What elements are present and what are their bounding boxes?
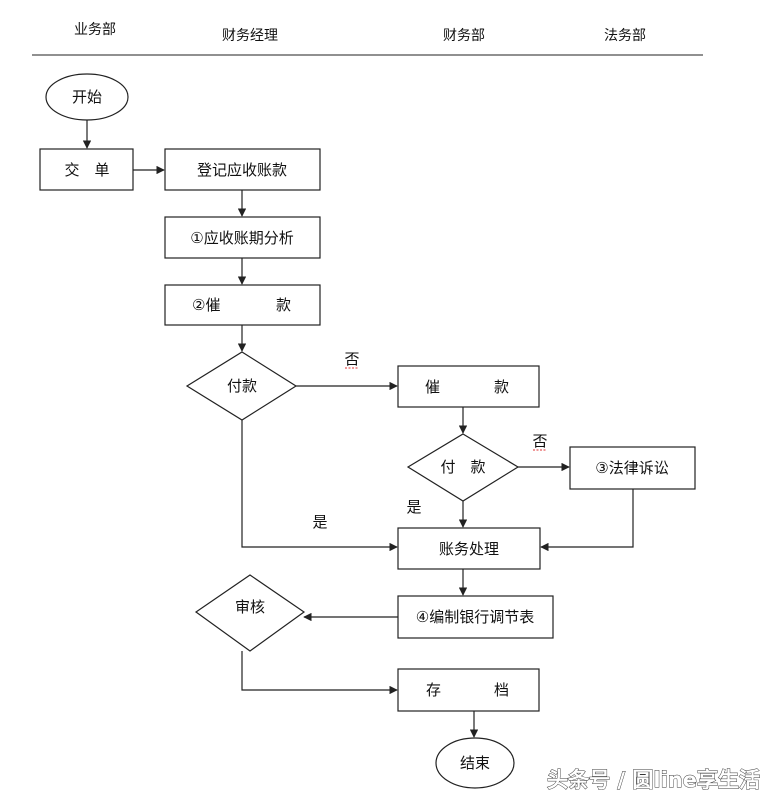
node-label: 登记应收账款 bbox=[197, 161, 287, 179]
lane-header-finance-manager: 财务经理 bbox=[222, 28, 278, 44]
node-collect-payment-1: ②催 款 bbox=[164, 284, 321, 326]
node-label: 开始 bbox=[72, 88, 102, 106]
node-legal-litigation: ③法律诉讼 bbox=[569, 446, 696, 490]
node-label-part-1: 存 bbox=[426, 681, 441, 699]
node-audit-decision: 审核 bbox=[194, 574, 306, 652]
node-account-processing: 账务处理 bbox=[397, 527, 541, 570]
node-archive: 存 档 bbox=[397, 668, 540, 712]
decision-shape bbox=[406, 433, 520, 502]
lane-header-business: 业务部 bbox=[74, 22, 116, 38]
node-label: ④编制银行调节表 bbox=[416, 608, 534, 626]
node-start: 开始 bbox=[45, 73, 129, 121]
process-shape bbox=[397, 595, 554, 639]
node-label: 付款 bbox=[227, 377, 257, 395]
decision-shape bbox=[194, 574, 306, 652]
process-shape bbox=[164, 216, 321, 259]
process-shape bbox=[39, 148, 134, 191]
lane-header-legal: 法务部 bbox=[604, 28, 646, 44]
edge-audit-to-archive bbox=[241, 651, 398, 695]
node-submit-order: 交 单 bbox=[39, 148, 134, 191]
node-label-part-1: 催 bbox=[425, 378, 440, 396]
process-shape bbox=[164, 148, 321, 191]
watermark: 头条号 / 圆line享生活 bbox=[547, 768, 760, 792]
node-label: ③法律诉讼 bbox=[595, 459, 668, 477]
edge-litigation-to-processing bbox=[540, 489, 634, 552]
edge-label-yes-1: 是 bbox=[312, 513, 327, 531]
process-shape bbox=[397, 527, 541, 570]
node-label-part-2: 款 bbox=[494, 378, 509, 396]
process-shape bbox=[569, 446, 696, 490]
node-aging-analysis: ①应收账期分析 bbox=[164, 216, 321, 259]
node-collect-payment-2: 催 款 bbox=[397, 365, 540, 408]
node-label: ①应收账期分析 bbox=[190, 229, 293, 247]
edge-labels: 否 否 是 是 bbox=[312, 350, 547, 531]
node-label: 账务处理 bbox=[439, 540, 499, 558]
node-label-part-2: 款 bbox=[276, 296, 291, 314]
node-bank-reconciliation: ④编制银行调节表 bbox=[397, 595, 554, 639]
process-shape bbox=[397, 668, 540, 712]
edge-label-yes-2: 是 bbox=[406, 498, 421, 516]
node-label-part-1: ②催 bbox=[192, 296, 220, 314]
lane-header-finance: 财务部 bbox=[443, 28, 485, 44]
terminator-shape bbox=[45, 73, 129, 121]
process-shape bbox=[397, 365, 540, 408]
edge-payment1-yes bbox=[241, 420, 398, 552]
node-label: 交 单 bbox=[64, 161, 109, 179]
node-register-receivables: 登记应收账款 bbox=[164, 148, 321, 191]
terminator-shape bbox=[435, 737, 515, 789]
node-payment-decision-2: 付 款 bbox=[406, 433, 520, 502]
connectors bbox=[82, 120, 634, 738]
edge-label-no-2: 否 bbox=[532, 432, 547, 450]
node-label: 审核 bbox=[235, 598, 265, 616]
node-end: 结束 bbox=[435, 737, 515, 789]
lane-headers: 业务部 财务经理 财务部 法务部 bbox=[32, 22, 703, 56]
node-label-part-2: 档 bbox=[494, 681, 509, 699]
node-payment-decision-1: 付款 bbox=[185, 351, 298, 421]
node-label: 结束 bbox=[460, 754, 490, 772]
decision-shape bbox=[185, 351, 298, 421]
process-shape bbox=[164, 284, 321, 326]
edge-label-no-1: 否 bbox=[344, 350, 359, 368]
node-label: 付 款 bbox=[440, 458, 485, 476]
